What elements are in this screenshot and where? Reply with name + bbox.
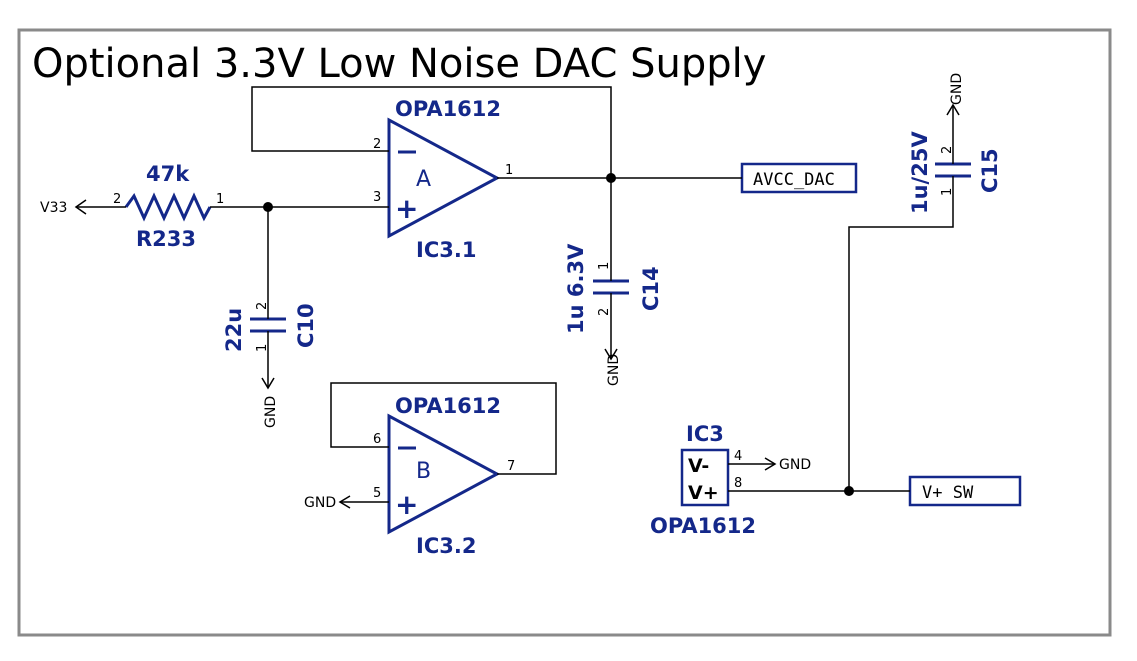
opamp-b-unit: B — [416, 459, 431, 484]
gnd-port-c10-label: GND — [263, 396, 279, 428]
power-ic3-vminus: V- — [688, 455, 709, 477]
power-ic3-pin-vminus: 4 — [734, 449, 742, 464]
net-label-avcc-dac[interactable]: AVCC_DAC — [740, 162, 858, 194]
junction-dot-r233 — [263, 202, 273, 212]
capacitor-c14-ref: C14 — [639, 266, 663, 311]
net-label-avcc-dac-text: AVCC_DAC — [753, 170, 835, 190]
capacitor-c14-value: 1u 6.3V — [564, 243, 588, 334]
resistor-r233-value: 47k — [146, 162, 190, 186]
junction-dot-vplus — [844, 486, 854, 496]
opamp-b-symbol — [387, 413, 501, 535]
net-label-vplus-sw-text: V+ SW — [922, 483, 974, 503]
gnd-port-c15[interactable]: GND — [946, 73, 965, 116]
schematic-title: Optional 3.3V Low Noise DAC Supply — [32, 41, 766, 87]
gnd-port-c14[interactable]: GND — [604, 348, 622, 386]
gnd-port-opamp-b[interactable]: GND — [304, 495, 351, 511]
capacitor-c10-value: 22u — [222, 308, 246, 352]
net-label-vplus-sw[interactable]: V+ SW — [908, 475, 1022, 507]
opamp-a-pin-out: 1 — [505, 163, 513, 178]
sheet-frame — [17, 28, 1112, 637]
opamp-b-pin-noninv: 5 — [373, 486, 381, 501]
v33-port[interactable]: V33 — [40, 199, 87, 216]
capacitor-c15-pin-bottom: 1 — [940, 188, 955, 196]
capacitor-c15-ref: C15 — [978, 148, 1002, 193]
capacitor-c14-pin-bottom: 2 — [597, 308, 612, 316]
gnd-port-ic3-label: GND — [779, 457, 811, 473]
opamp-a-unit: A — [416, 167, 431, 192]
gnd-port-ic3[interactable]: GND — [764, 457, 811, 473]
gnd-port-c14-label: GND — [606, 354, 622, 386]
opamp-b-ref: IC3.2 — [416, 534, 476, 558]
capacitor-c14-pin-top: 1 — [597, 262, 612, 270]
opamp-b[interactable]: + B OPA1612 IC3.2 6 5 7 — [373, 394, 515, 558]
resistor-r233-pin2: 2 — [113, 192, 121, 207]
opamp-a-part: OPA1612 — [395, 97, 501, 121]
opamp-a-symbol — [387, 117, 501, 239]
capacitor-c10-pin-top: 2 — [255, 302, 270, 310]
power-ic3[interactable]: IC3 OPA1612 V- V+ 4 8 — [650, 422, 756, 538]
resistor-r233-pin1: 1 — [216, 192, 224, 207]
opamp-a-pin-noninv: 3 — [373, 190, 381, 205]
resistor-r233-symbol — [124, 192, 212, 222]
junction-dot-output — [606, 173, 616, 183]
capacitor-c15-value: 1u/25V — [908, 131, 932, 214]
capacitor-c15-pin-top: 2 — [940, 146, 955, 154]
wires — [76, 86, 954, 503]
opamp-a-ref: IC3.1 — [416, 238, 476, 262]
opamp-a[interactable]: + A OPA1612 IC3.1 2 3 1 — [373, 97, 513, 262]
power-ic3-vplus: V+ — [688, 482, 719, 504]
gnd-port-c15-label: GND — [949, 73, 965, 105]
capacitor-c10-pin-bottom: 1 — [255, 344, 270, 352]
capacitor-c10-ref: C10 — [294, 303, 318, 348]
power-ic3-body — [680, 448, 730, 507]
opamp-b-pin-inv: 6 — [373, 432, 381, 447]
resistor-r233[interactable]: 47k R233 2 1 — [113, 162, 224, 251]
opamp-b-part: OPA1612 — [395, 394, 501, 418]
capacitor-c15[interactable]: 1u/25V C15 2 1 — [908, 131, 1002, 214]
gnd-port-opamp-b-label: GND — [304, 495, 336, 511]
resistor-r233-ref: R233 — [136, 227, 196, 251]
gnd-port-c10[interactable]: GND — [261, 377, 279, 428]
power-ic3-ref: IC3 — [686, 422, 724, 446]
capacitor-c14[interactable]: 1u 6.3V C14 1 2 — [564, 243, 663, 334]
opamp-b-pin-out: 7 — [507, 459, 515, 474]
capacitor-c10[interactable]: 22u C10 2 1 — [222, 302, 318, 352]
v33-port-label: V33 — [40, 200, 67, 216]
opamp-a-pin-inv: 2 — [373, 137, 381, 152]
power-ic3-pin-vplus: 8 — [734, 476, 742, 491]
power-ic3-part: OPA1612 — [650, 514, 756, 538]
opamp-b-plus-sign: + — [395, 488, 418, 521]
opamp-a-plus-sign: + — [395, 192, 418, 225]
